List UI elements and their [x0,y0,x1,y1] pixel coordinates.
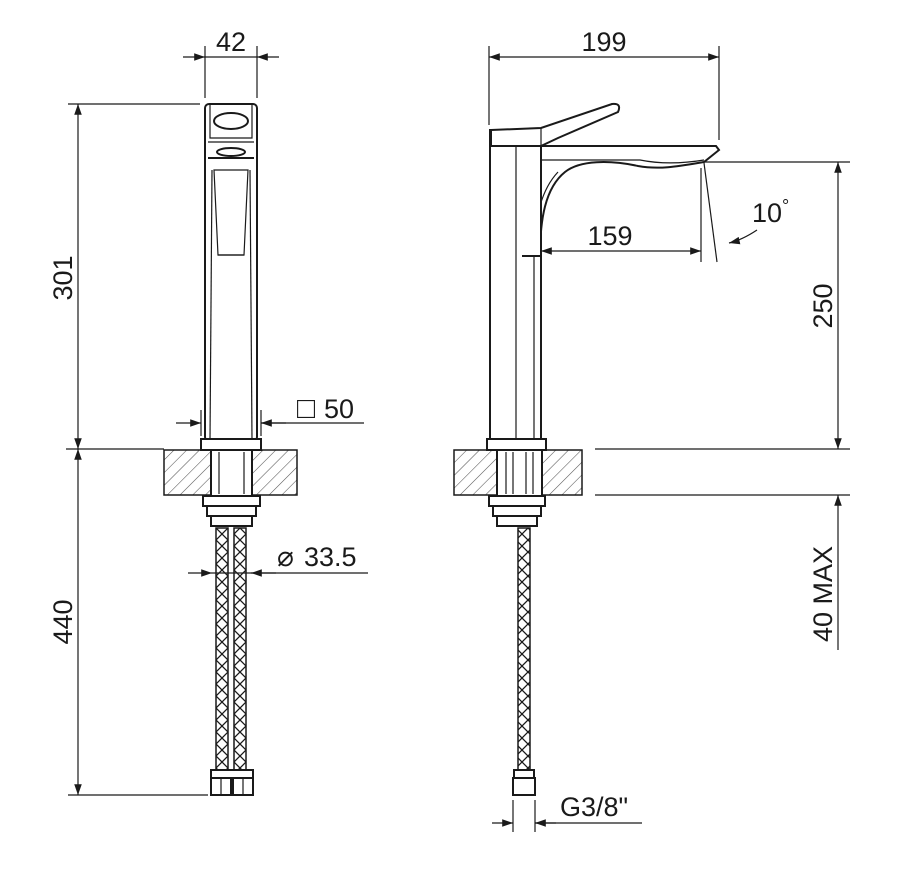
front-hose-right [233,527,247,773]
front-faucet-body [204,103,258,442]
dimension-height-301: 301 [48,103,200,449]
dim-label-33-5: 33.5 [304,542,357,572]
dim-label-50: 50 [324,394,354,424]
dim-label-40-max: 40 MAX [808,546,838,642]
dim-label-301: 301 [48,255,78,300]
side-view [453,102,721,796]
square-symbol: □ [297,392,316,425]
dim-label-10: 10° [752,196,789,228]
dimension-angle-10: 10° [703,162,789,263]
dim-label-42: 42 [216,27,246,57]
side-hose [517,527,531,773]
dimension-height-250: 250 [704,161,850,449]
side-handle-lever [490,102,621,147]
dimension-connection-g3-8: G3/8" [492,792,642,832]
dimension-diameter-33-5: ⌀ 33.5 [188,541,368,577]
front-view [163,103,298,796]
dim-label-g3-8: G3/8" [560,792,628,822]
dimension-deck-40-max: 40 MAX [808,495,842,650]
dimension-hose-440: 440 [48,449,208,796]
front-handle-opening [213,112,249,130]
dimension-reach-159: 159 [541,168,702,262]
dimension-width-42: 42 [183,27,279,98]
dim-label-440: 440 [48,599,78,644]
dim-label-250: 250 [808,283,838,328]
dim-label-159: 159 [587,221,632,251]
dimension-square-50: □ 50 [176,392,364,436]
front-hose-left [215,527,229,773]
diameter-symbol: ⌀ [277,541,294,572]
dim-label-199: 199 [581,27,626,57]
dimension-width-199: 199 [488,27,720,140]
